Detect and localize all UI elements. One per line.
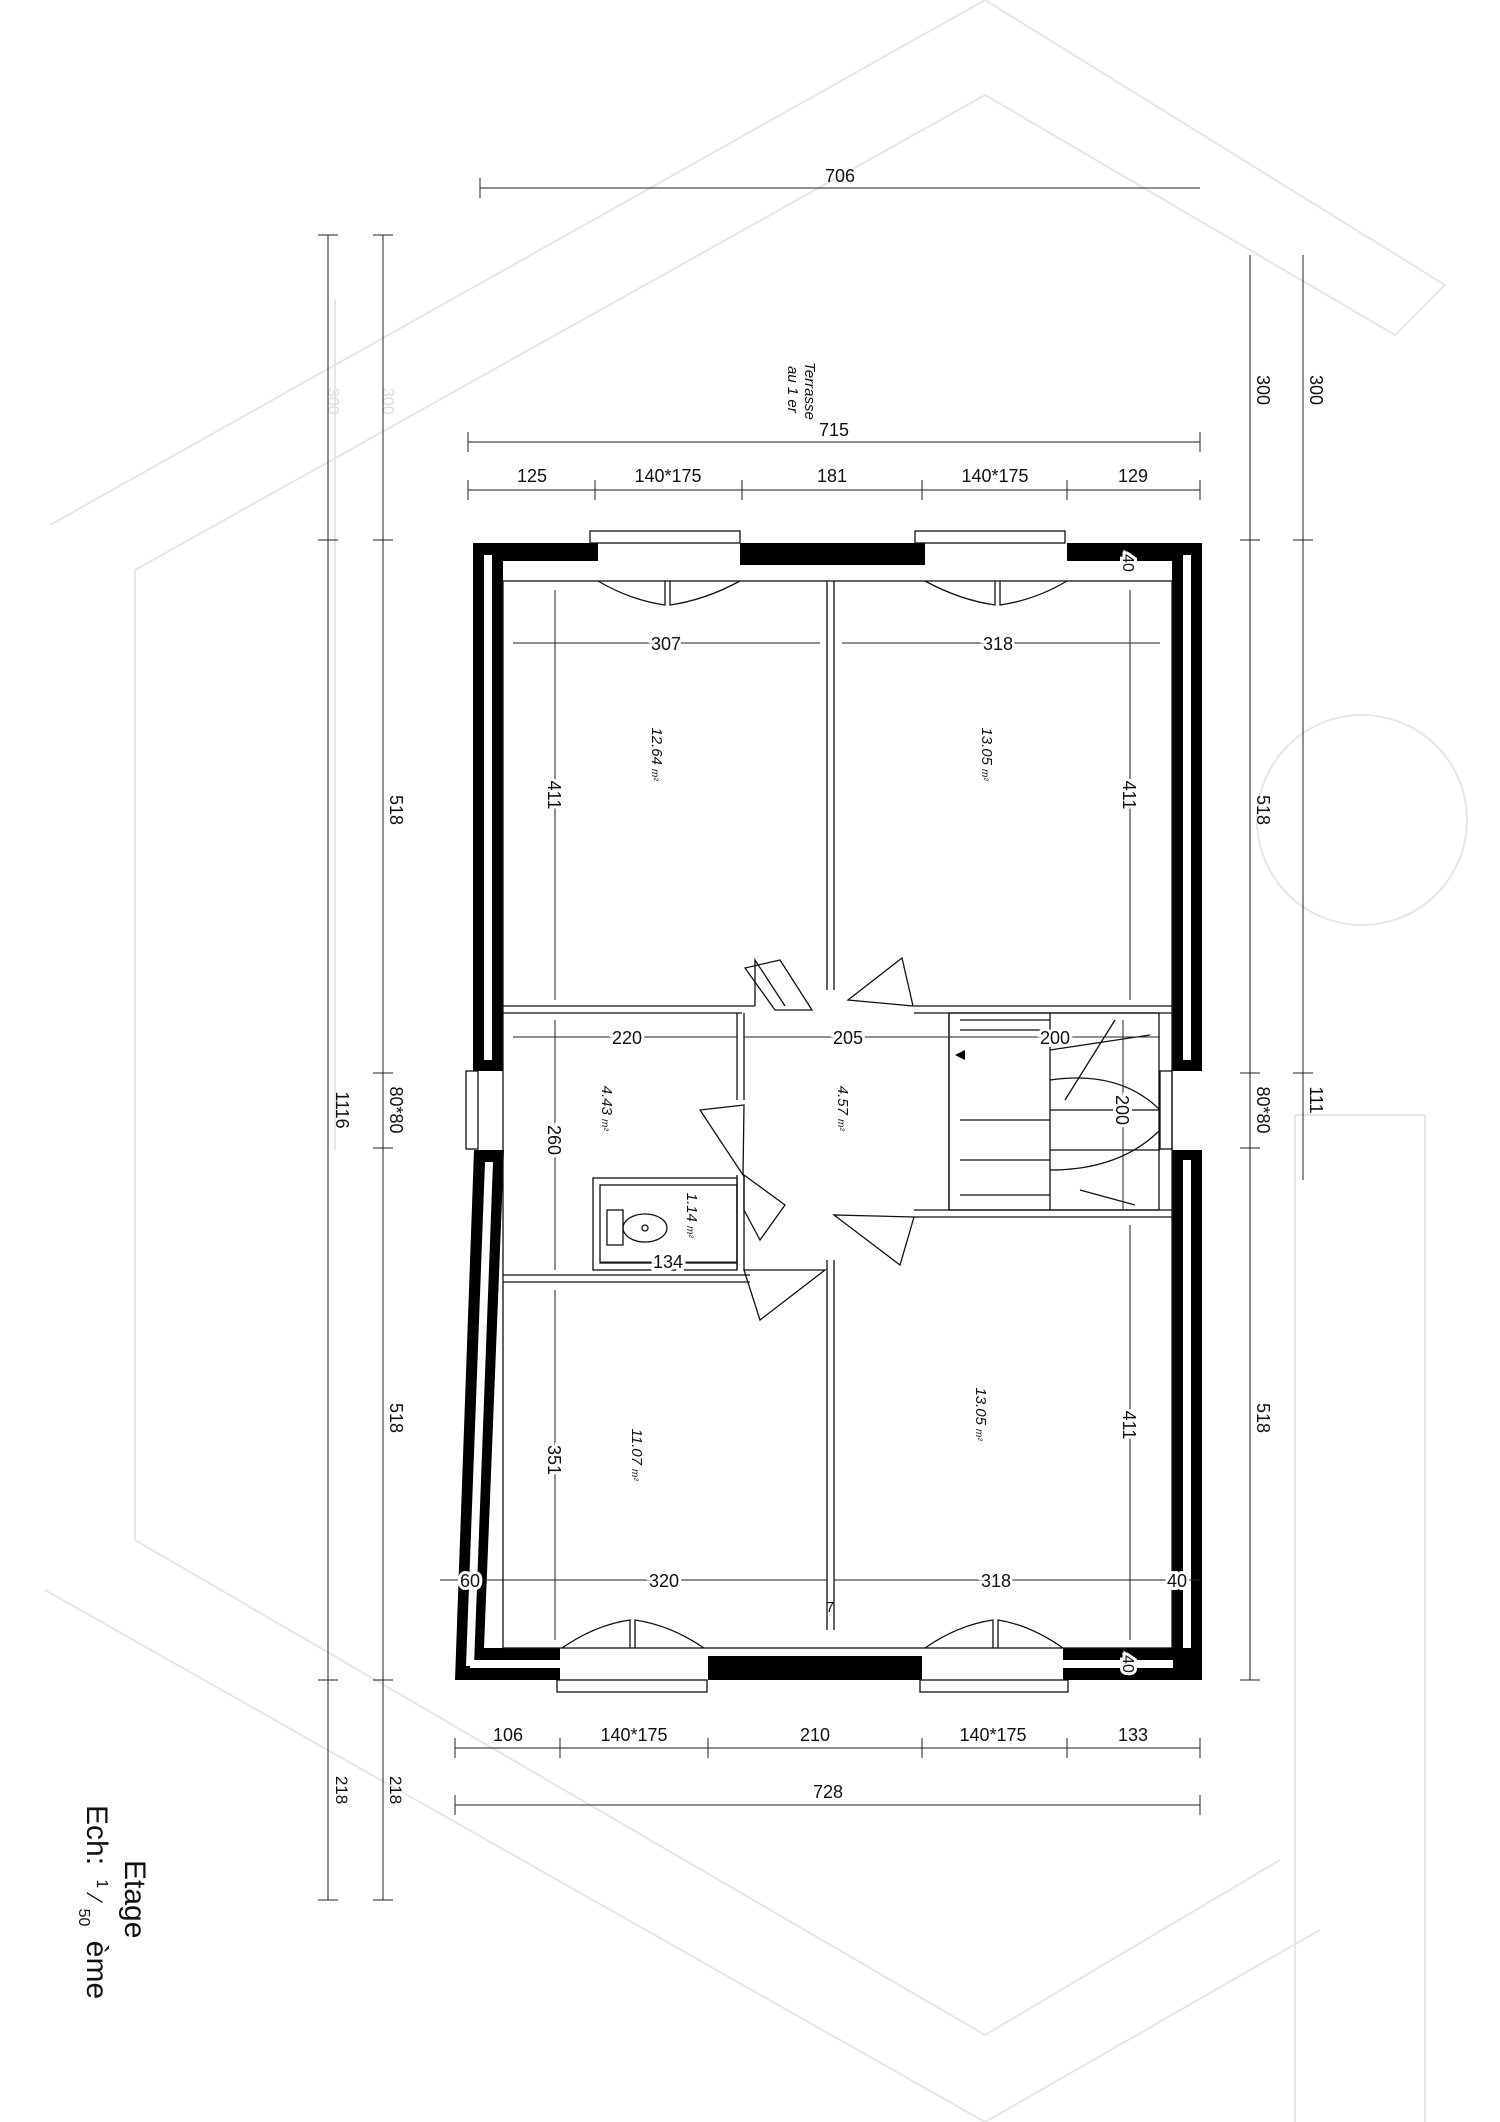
partition-thickness-label: 7 bbox=[826, 1599, 834, 1616]
bottom-segment-4: 140*175 bbox=[959, 1725, 1026, 1745]
left-middle-label: 80*80 bbox=[386, 1086, 406, 1133]
top-segment-3: 181 bbox=[817, 466, 847, 486]
area-bath: 4.43 m² bbox=[598, 1086, 615, 1132]
left-outer-bottom-label: 218 bbox=[332, 1776, 351, 1804]
toilet-fixture bbox=[606, 1209, 668, 1246]
stair-depth-label: 200 bbox=[1112, 1095, 1132, 1125]
title-scale-den: 50 bbox=[75, 1909, 92, 1927]
right-middle-label: 80*80 bbox=[1253, 1086, 1273, 1133]
bed-tl-width-label: 307 bbox=[651, 634, 681, 654]
bottom-segment-2: 140*175 bbox=[600, 1725, 667, 1745]
area-bed-tl: 12.64 m² bbox=[648, 727, 665, 781]
area-wc-value: 1.14 bbox=[683, 1193, 700, 1222]
area-bath-unit: m² bbox=[599, 1119, 610, 1131]
bottom-segment-5: 133 bbox=[1118, 1725, 1148, 1745]
bottom-total-dimension-label: 728 bbox=[813, 1782, 843, 1802]
top-outer-dimension: 706 bbox=[479, 166, 1200, 198]
area-bed-br-value: 13.05 bbox=[972, 1387, 989, 1425]
bed-br-depth-label: 411 bbox=[1119, 1411, 1139, 1440]
top-segment-dimensions: 125 140*175 181 140*175 129 bbox=[467, 466, 1201, 500]
hall-width-label: 205 bbox=[833, 1028, 863, 1048]
bottom-segment-dimensions: 106 140*175 210 140*175 133 bbox=[454, 1725, 1201, 1758]
area-wc: 1.14 m² bbox=[683, 1193, 700, 1239]
area-bed-bl-unit: m² bbox=[629, 1469, 640, 1481]
area-bed-tr-value: 13.05 bbox=[978, 727, 995, 765]
ghost-label-300-a: 300 bbox=[324, 388, 341, 415]
area-bed-bl-value: 11.07 bbox=[628, 1429, 645, 1466]
top-total-dimension: 715 bbox=[467, 420, 1201, 452]
bed-tr-depth-label: 411 bbox=[1119, 781, 1139, 810]
title-scale-suffix: ème bbox=[80, 1941, 113, 1999]
area-bath-value: 4.43 bbox=[598, 1086, 615, 1116]
left-inner-bottom-label: 218 bbox=[386, 1776, 405, 1804]
top-total-dimension-label: 715 bbox=[819, 420, 849, 440]
bottom-wall-thickness-label: 40 bbox=[1119, 1655, 1136, 1673]
background-ghost-lines bbox=[44, 0, 1468, 2122]
bed-bl-width-label: 320 bbox=[649, 1571, 679, 1591]
title-scale: Ech: 1 ⁄ 50 ème bbox=[72, 1805, 123, 1999]
bottom-segment-1: 106 bbox=[493, 1725, 523, 1745]
bed-br-width-label: 318 bbox=[981, 1571, 1011, 1591]
area-bed-br-unit: m² bbox=[973, 1429, 984, 1441]
terrace-label: Terrasse au 1 er bbox=[784, 362, 818, 420]
bed-tl-depth-label: 411 bbox=[544, 781, 564, 810]
right-lower-label: 518 bbox=[1253, 1403, 1273, 1433]
right-top-outer-label: 300 bbox=[1306, 375, 1326, 405]
top-segment-5: 129 bbox=[1118, 466, 1148, 486]
bed-bl-depth-label: 351 bbox=[544, 1445, 564, 1475]
terrace-label-line2: au 1 er bbox=[784, 366, 801, 414]
bath-depth-label: 260 bbox=[544, 1125, 564, 1155]
ghost-dimension-labels: 300 300 bbox=[324, 388, 396, 415]
top-segment-1: 125 bbox=[517, 466, 547, 486]
left-upper-label: 518 bbox=[386, 795, 406, 825]
area-bed-tr-unit: m² bbox=[979, 769, 990, 781]
top-wall-thickness-label: 40 bbox=[1119, 554, 1136, 572]
staircase bbox=[948, 1012, 1161, 1211]
title-scale-prefix: Ech: bbox=[80, 1805, 113, 1865]
right-wall-thickness-label: 40 bbox=[1167, 1571, 1187, 1591]
area-bed-bl: 11.07 m² bbox=[628, 1429, 645, 1482]
title-name: Etage bbox=[118, 1860, 151, 1938]
right-dimension-chains: 300 80*80 518 518 300 111 bbox=[1240, 255, 1326, 1681]
wc-width-label: 134 bbox=[653, 1252, 683, 1272]
svg-text:518: 518 bbox=[1253, 795, 1273, 825]
right-top-inner-label: 300 bbox=[1253, 375, 1273, 405]
drawing-title: Etage Ech: 1 ⁄ 50 ème bbox=[72, 1805, 151, 1999]
area-bed-tl-value: 12.64 bbox=[648, 727, 665, 765]
room-areas: 12.64 m² 13.05 m² 4.43 m² 4.57 m² 1.14 m… bbox=[598, 727, 995, 1481]
ghost-label-300-b: 300 bbox=[379, 388, 396, 415]
left-lower-label: 518 bbox=[386, 1403, 406, 1433]
area-bed-tr: 13.05 m² bbox=[978, 727, 995, 781]
exterior-walls bbox=[455, 543, 1202, 1680]
area-bed-tl-unit: m² bbox=[649, 769, 660, 781]
area-hall-unit: m² bbox=[835, 1119, 846, 1131]
title-scale-num: 1 bbox=[93, 1879, 110, 1888]
left-total-label: 1116 bbox=[332, 1091, 352, 1128]
top-segment-4: 140*175 bbox=[961, 466, 1028, 486]
bed-tr-width-label: 318 bbox=[983, 634, 1013, 654]
stair-width-label: 200 bbox=[1040, 1028, 1070, 1048]
door-swings bbox=[698, 956, 915, 1322]
area-hall: 4.57 m² bbox=[834, 1086, 851, 1132]
bottom-segment-3: 210 bbox=[800, 1725, 830, 1745]
left-dimension-chains: 1116 218 518 80*80 518 218 bbox=[318, 234, 406, 1901]
left-wall-thickness-label: 60 bbox=[460, 1571, 480, 1591]
area-wc-unit: m² bbox=[684, 1226, 695, 1238]
terrace-label-line1: Terrasse bbox=[801, 362, 818, 420]
area-bed-br: 13.05 m² bbox=[972, 1387, 989, 1441]
area-hall-value: 4.57 bbox=[834, 1086, 851, 1116]
top-outer-dimension-label: 706 bbox=[825, 166, 855, 186]
interior-dimensions: 307 318 411 411 220 205 200 200 260 134 … bbox=[440, 551, 1200, 1676]
right-middle-outer-label: 111 bbox=[1306, 1086, 1326, 1113]
top-segment-2: 140*175 bbox=[634, 466, 701, 486]
windows bbox=[465, 530, 1173, 1693]
bath-width-label: 220 bbox=[612, 1028, 642, 1048]
bottom-total-dimension: 728 bbox=[454, 1782, 1201, 1815]
